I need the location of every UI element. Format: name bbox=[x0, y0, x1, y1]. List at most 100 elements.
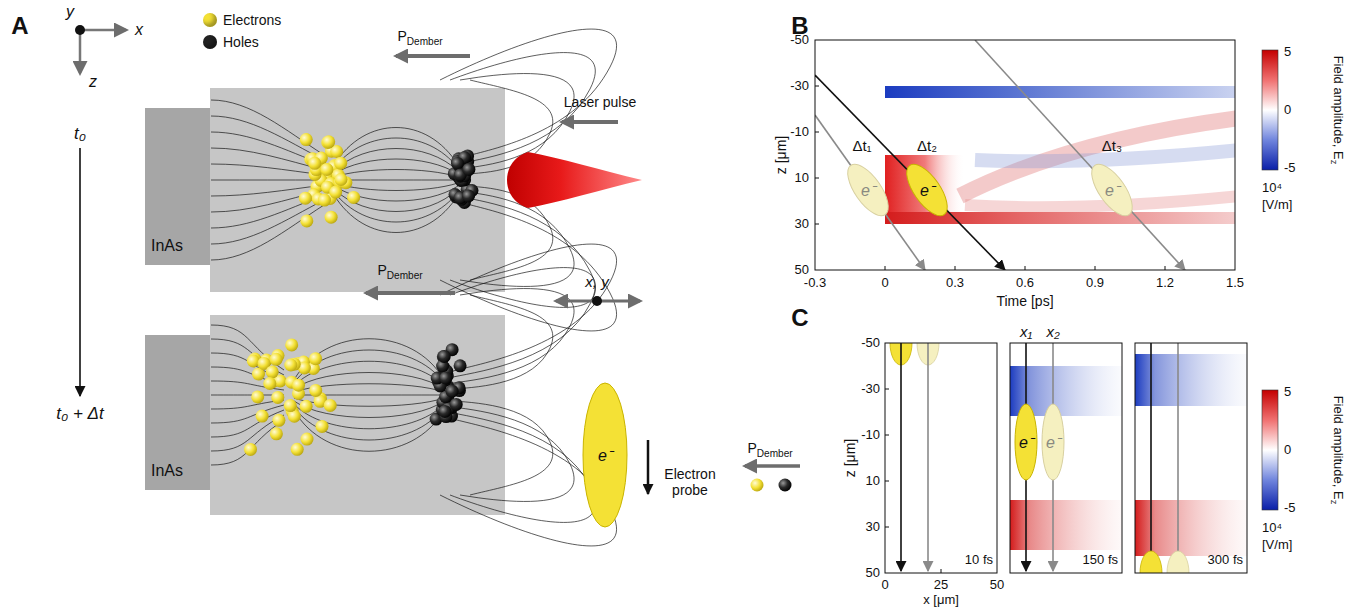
figure-label: x₁ bbox=[1020, 323, 1032, 340]
crystal bbox=[210, 88, 505, 515]
figure-label: -0.3 bbox=[804, 276, 826, 291]
carrier-ball bbox=[291, 443, 304, 456]
carrier-ball bbox=[439, 372, 452, 385]
field-map-c-g-line bbox=[941, 569, 942, 573]
field-line bbox=[453, 401, 553, 495]
field-map-b-g-line bbox=[815, 115, 925, 270]
carrier-ball bbox=[299, 192, 312, 205]
axis-icon-line bbox=[79, 30, 82, 73]
carrier-ball bbox=[300, 400, 313, 413]
carrier-ball bbox=[318, 194, 331, 207]
carrier-ball bbox=[451, 157, 464, 170]
field-map-b-rect bbox=[815, 40, 1235, 270]
field-map-c-g bbox=[890, 343, 939, 571]
carrier-ball bbox=[308, 157, 321, 170]
field-line bbox=[211, 100, 324, 155]
field-map-b-g-line bbox=[1165, 266, 1166, 270]
carrier-ball bbox=[244, 443, 257, 456]
figure-label: 10 bbox=[795, 171, 809, 186]
carrier-ball bbox=[335, 173, 348, 186]
field-map-c-g-line bbox=[900, 343, 902, 571]
field-map-c-g bbox=[885, 389, 941, 573]
figure-label: PDember bbox=[377, 262, 422, 278]
carrier-ball bbox=[271, 391, 284, 404]
carrier-ball bbox=[438, 350, 451, 363]
figure-label: z [μm] bbox=[842, 439, 858, 477]
field-map-c-g-line bbox=[1150, 343, 1152, 571]
figure-label: 50 bbox=[866, 566, 880, 581]
field-line bbox=[211, 200, 324, 244]
carrier-ball bbox=[324, 399, 337, 412]
field-map-b-g bbox=[815, 86, 1165, 270]
field-line bbox=[334, 149, 458, 172]
field-map-c-g bbox=[1135, 343, 1247, 573]
electron-bunch: e⁻ bbox=[1040, 402, 1066, 482]
figure-label: x, y bbox=[585, 273, 608, 290]
field-map-b-g-line bbox=[885, 266, 886, 270]
figure-label: z bbox=[89, 73, 97, 91]
field-map-c-rect bbox=[1135, 343, 1247, 573]
field-map-c-g-line bbox=[885, 481, 889, 482]
figure-label: 10 fs bbox=[965, 553, 993, 568]
field-line bbox=[334, 189, 458, 212]
crystal-rect bbox=[210, 88, 505, 292]
field-line bbox=[450, 413, 595, 522]
field-line bbox=[294, 410, 444, 451]
field-map-c-g-line bbox=[885, 389, 889, 390]
carrier-ball bbox=[309, 352, 322, 365]
carrier-ball bbox=[300, 214, 313, 227]
material-block: InAs bbox=[145, 108, 210, 265]
carrier-ball bbox=[329, 186, 342, 199]
field-map-c-g-rect bbox=[1135, 500, 1247, 556]
field-map-c-g-rect bbox=[1135, 354, 1247, 406]
figure-label: y bbox=[66, 3, 74, 21]
figure-label: x₂ bbox=[1046, 323, 1059, 340]
axis-icon-circle bbox=[75, 25, 85, 35]
figure-label: 0 bbox=[1284, 443, 1291, 458]
field-map-b-g-line bbox=[815, 132, 819, 133]
bunch-ellipse bbox=[899, 158, 955, 222]
field-map-b bbox=[815, 40, 1278, 270]
field-line bbox=[334, 183, 458, 191]
figure-label: 50 bbox=[990, 578, 1004, 593]
carrier-ball bbox=[322, 135, 335, 148]
electron-symbol: e⁻ bbox=[598, 444, 612, 466]
figure-label: -10 bbox=[790, 125, 809, 140]
field-line bbox=[334, 180, 458, 181]
figure-label: 10 bbox=[866, 474, 880, 489]
field-line bbox=[294, 350, 444, 383]
figure-label: Laser pulse bbox=[564, 94, 636, 110]
legend-text: Holes bbox=[223, 34, 259, 50]
bunch-ellipse bbox=[1015, 404, 1037, 480]
carrier-ball bbox=[256, 410, 269, 423]
field-map-b-g-line bbox=[815, 178, 819, 179]
carrier-ball bbox=[320, 163, 333, 176]
carrier-ball bbox=[300, 133, 313, 146]
field-line bbox=[460, 192, 574, 286]
field-line bbox=[211, 116, 324, 160]
carrier-ball bbox=[272, 414, 285, 427]
field-line bbox=[440, 244, 617, 371]
field-map-b-g-line bbox=[1025, 266, 1026, 270]
figure-label: x bbox=[135, 21, 143, 39]
figure-label: Δt₂ bbox=[917, 137, 937, 154]
field-line bbox=[211, 164, 324, 175]
field-map-b-g-line bbox=[815, 224, 819, 225]
field-map-c-rect bbox=[885, 343, 997, 573]
carrier-ball bbox=[266, 365, 279, 378]
material-block: InAs bbox=[145, 335, 210, 490]
field-map-c-g bbox=[1010, 343, 1122, 571]
figure-label: C bbox=[791, 304, 808, 332]
field-map-c-g-line bbox=[927, 343, 929, 571]
carrier-ball bbox=[347, 191, 360, 204]
field-map-c-g-ellipse bbox=[1167, 551, 1189, 573]
figure-label: 0.9 bbox=[1086, 276, 1104, 291]
field-map-b-g-line bbox=[1095, 266, 1096, 270]
carrier-ball bbox=[446, 385, 459, 398]
field-map-c-g-ellipse bbox=[1140, 551, 1162, 573]
figure-label: PDember bbox=[747, 440, 792, 456]
figure-label: 10⁴ bbox=[1262, 521, 1282, 536]
figure-label: t₀ + Δt bbox=[56, 404, 103, 424]
field-map-b-g-path bbox=[965, 196, 1235, 207]
time-arrow bbox=[79, 148, 81, 396]
